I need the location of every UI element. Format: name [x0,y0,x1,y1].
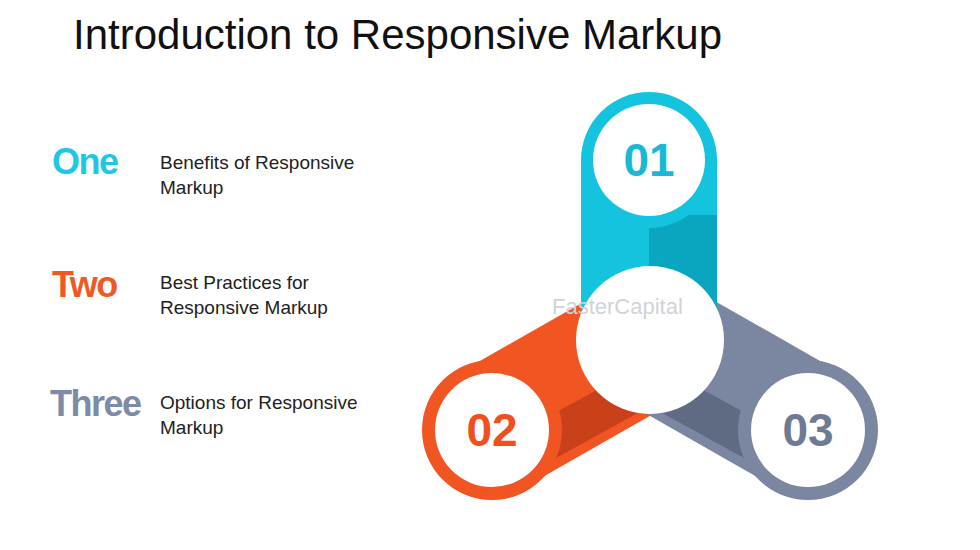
grey-ring [738,360,878,500]
diagram-title: Introduction to Responsive Markup [73,10,722,60]
number-circle: 02 [434,372,550,488]
center-hub [576,266,724,414]
step-description: Best Practices for Responsive Markup [160,270,388,320]
number-circle: 03 [750,372,866,488]
callout-number: 01 [592,103,706,217]
cyan-ring [581,92,717,228]
circle-face [435,373,549,487]
circle-face [751,373,865,487]
step-description: Options for Responsive Markup [160,390,388,440]
circle-face [593,104,705,216]
number-circle: 01 [592,103,706,217]
step-word: Three [50,384,141,424]
step-description: Benefits of Responsive Markup [160,150,388,200]
step-word: One [52,142,118,182]
callout-number: 03 [750,372,866,488]
orange-ring [422,360,562,500]
watermark: FasterCapital [552,294,683,319]
callout-number: 02 [434,372,550,488]
step-word: Two [52,265,117,305]
